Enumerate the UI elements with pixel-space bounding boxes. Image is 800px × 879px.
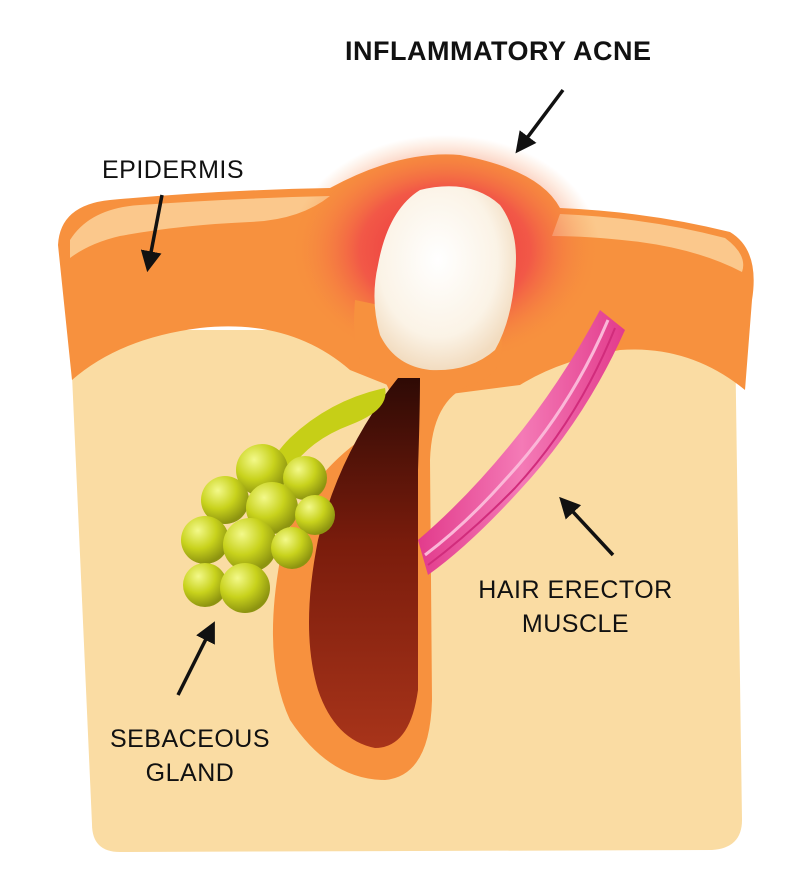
arrow-sebaceous-gland [176,621,215,696]
sebaceous-gland-lobules [181,444,335,613]
pus-pocket [374,186,516,371]
muscle-fiber [424,319,610,557]
epidermis-highlight [70,196,330,258]
hair-erector-muscle-shape [418,310,625,575]
arrow-inflammatory-acne [515,88,565,154]
sebaceous-duct [259,388,386,520]
arrow-hair-erector-muscle [559,496,615,557]
epidermis-highlight-right [552,214,744,272]
label-hair-erector-muscle: HAIR ERECTOR MUSCLE [478,576,673,638]
hair-bulb [309,378,420,748]
label-sebaceous-gland: SEBACEOUS GLAND [109,725,271,787]
label-epidermis: EPIDERMIS [102,156,245,184]
arrow-epidermis [140,194,164,273]
muscle-fiber [427,327,616,566]
label-inflammatory-acne: INFLAMMATORY ACNE [345,36,652,66]
